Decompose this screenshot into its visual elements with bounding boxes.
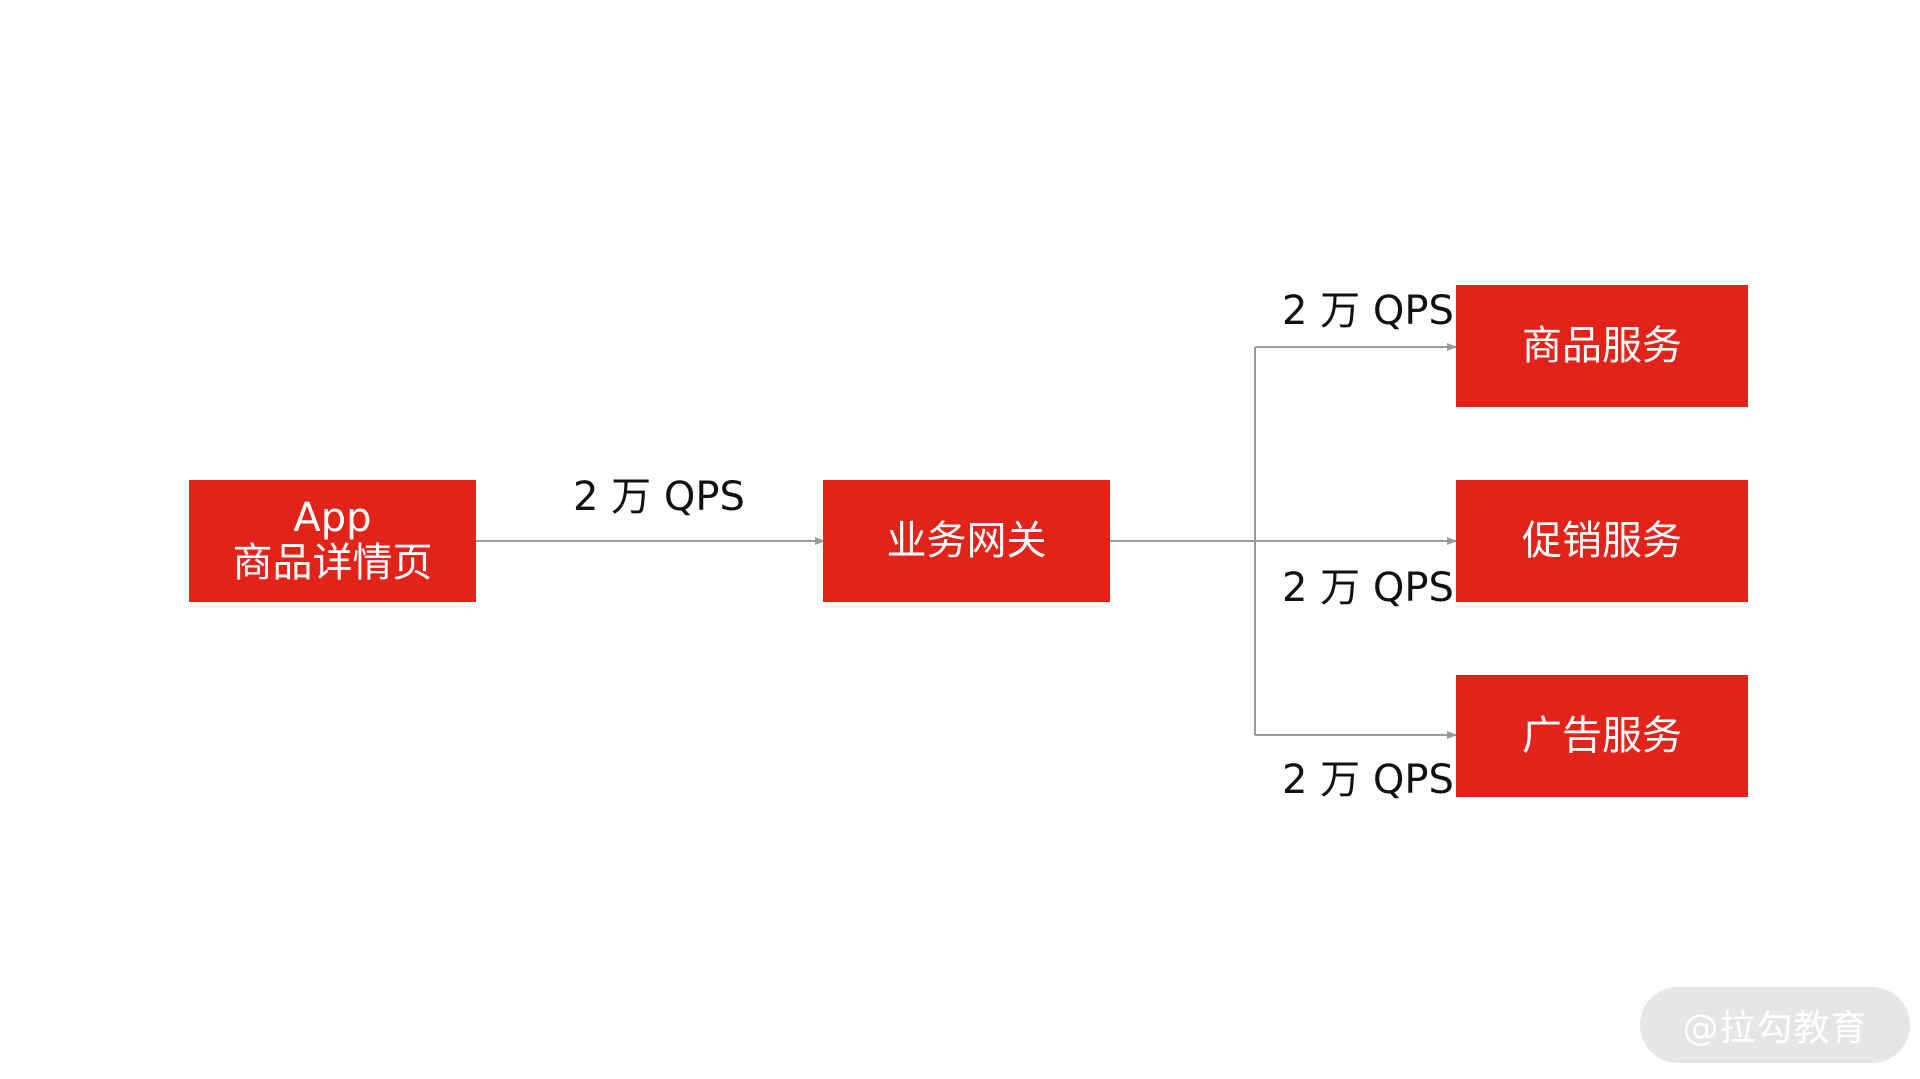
watermark-badge: @拉勾教育 xyxy=(1640,987,1910,1063)
node-app-product-detail: App 商品详情页 xyxy=(189,480,476,602)
node-ad-service-label: 广告服务 xyxy=(1522,712,1682,759)
node-gateway: 业务网关 xyxy=(823,480,1110,602)
watermark-text: @拉勾教育 xyxy=(1682,1008,1868,1049)
node-product-service-label: 商品服务 xyxy=(1522,322,1682,369)
edge-label-gateway-to-ad: 2 万 QPS xyxy=(1282,757,1454,803)
node-gateway-label: 业务网关 xyxy=(886,517,1047,564)
edge-label-app-to-gateway: 2 万 QPS xyxy=(573,474,745,520)
node-promotion-service-label: 促销服务 xyxy=(1522,517,1682,564)
node-promotion-service: 促销服务 xyxy=(1456,480,1748,602)
node-app-line1: App xyxy=(293,495,372,542)
node-product-service: 商品服务 xyxy=(1456,285,1748,407)
node-app-line2: 商品详情页 xyxy=(232,540,433,586)
node-ad-service: 广告服务 xyxy=(1456,675,1748,797)
edge-label-gateway-to-product: 2 万 QPS xyxy=(1282,288,1454,334)
edge-label-gateway-to-promotion: 2 万 QPS xyxy=(1282,565,1454,611)
